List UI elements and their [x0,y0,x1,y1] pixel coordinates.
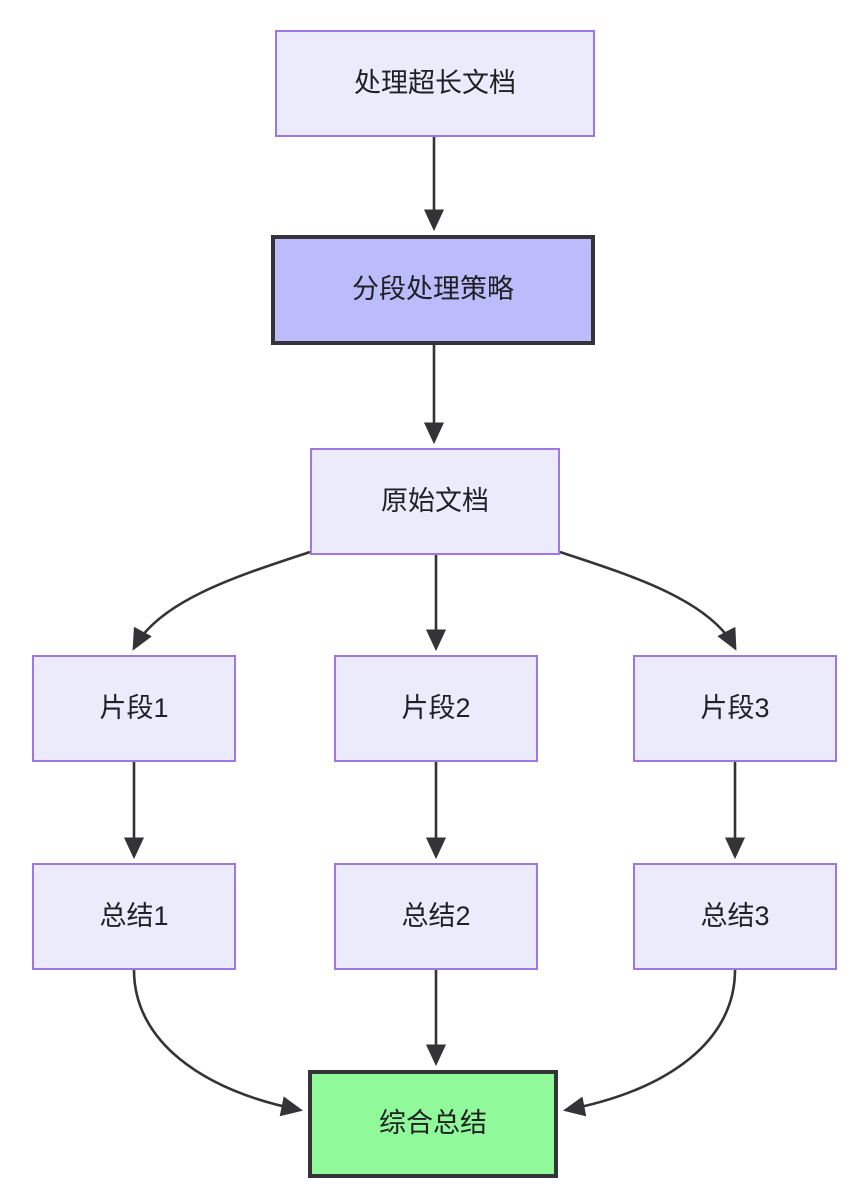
flow-node-n10[interactable]: 综合总结 [308,1070,558,1178]
flow-node-n2[interactable]: 分段处理策略 [271,235,595,345]
flow-node-n8[interactable]: 总结2 [334,863,538,970]
flow-node-label: 原始文档 [381,485,489,516]
flow-node-label: 总结2 [401,900,471,931]
flow-node-label: 总结1 [99,900,169,931]
flow-node-n6[interactable]: 片段3 [633,655,837,762]
flow-node-label: 片段3 [700,692,770,723]
flow-node-label: 总结3 [700,900,770,931]
flow-node-n3[interactable]: 原始文档 [310,448,560,555]
edge-n3-to-n4 [132,550,311,651]
flow-node-label: 处理超长文档 [354,67,516,98]
flow-node-n5[interactable]: 片段2 [334,655,538,762]
flow-node-n4[interactable]: 片段1 [32,655,236,762]
edge-n9-to-n10 [562,969,737,1117]
flow-node-label: 片段1 [99,692,169,723]
flow-node-label: 片段2 [401,692,471,723]
flow-node-n9[interactable]: 总结3 [633,863,837,970]
flow-node-label: 分段处理策略 [352,274,514,305]
edge-n7-to-n10 [132,969,304,1117]
edge-n3-to-n6 [559,550,737,651]
flow-node-n7[interactable]: 总结1 [32,863,236,970]
flow-node-label: 综合总结 [379,1108,487,1139]
flow-node-n1[interactable]: 处理超长文档 [275,30,595,137]
